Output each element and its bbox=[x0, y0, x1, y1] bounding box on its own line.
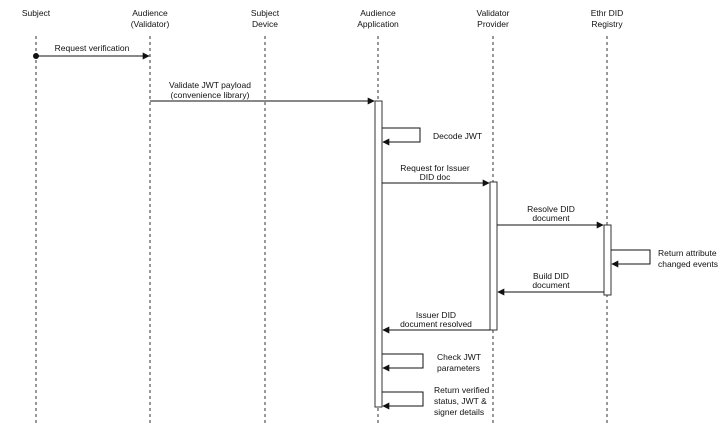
participant-subject-line1: Subject bbox=[22, 8, 51, 18]
participant-app: Audience Application bbox=[357, 8, 399, 29]
activation-app bbox=[374, 100, 383, 408]
message-m2-line2: (convenience library) bbox=[171, 90, 250, 100]
message-m9-line1: Check JWT bbox=[437, 352, 481, 362]
activation-registry bbox=[603, 224, 612, 296]
message-m6-line1: Return attribute bbox=[658, 248, 717, 258]
message-m10-line2: status, JWT & bbox=[434, 396, 487, 406]
message-m7-line2: document bbox=[532, 280, 570, 290]
message-decode-jwt: Decode JWT bbox=[382, 127, 482, 146]
message-m3-line1: Decode JWT bbox=[433, 131, 482, 141]
arrow-m9 bbox=[382, 353, 424, 372]
lifelines bbox=[35, 36, 608, 424]
message-request-verification: Request verification bbox=[33, 43, 150, 60]
participant-device-line2: Device bbox=[252, 19, 278, 29]
message-resolve-did: Resolve DID document bbox=[497, 204, 604, 229]
participant-subject: Subject bbox=[22, 8, 51, 18]
message-m8-line1: Issuer DID bbox=[416, 310, 456, 320]
participant-registry: Ethr DID Registry bbox=[591, 8, 624, 29]
participant-registry-line1: Ethr DID bbox=[591, 8, 624, 18]
message-m10-line1: Return verified bbox=[434, 385, 490, 395]
message-m5-line2: document bbox=[532, 213, 570, 223]
activation-provider bbox=[489, 181, 498, 331]
message-m10-line3: signer details bbox=[434, 407, 484, 417]
message-return-attribute: Return attribute changed events bbox=[611, 248, 718, 269]
participant-device-line1: Subject bbox=[251, 8, 280, 18]
message-request-issuer: Request for Issuer DID doc bbox=[382, 163, 490, 187]
arrow-m3 bbox=[382, 127, 421, 146]
message-m2-line1: Validate JWT payload bbox=[169, 80, 251, 90]
participant-audience: Audience (Validator) bbox=[131, 8, 170, 29]
participant-provider-line1: Validator bbox=[477, 8, 510, 18]
message-m4-line2: DID doc bbox=[420, 172, 451, 182]
message-issuer-resolved: Issuer DID document resolved bbox=[382, 310, 490, 334]
participant-device: Subject Device bbox=[251, 8, 280, 29]
message-m4-line1: Request for Issuer bbox=[400, 163, 470, 173]
participant-registry-line2: Registry bbox=[591, 19, 623, 29]
message-m8-line2: document resolved bbox=[400, 319, 472, 329]
message-build-did: Build DID document bbox=[497, 271, 604, 296]
message-validate-jwt: Validate JWT payload (convenience librar… bbox=[150, 80, 375, 105]
message-m5-line1: Resolve DID bbox=[527, 204, 575, 214]
participant-provider: Validator Provider bbox=[477, 8, 510, 29]
message-check-jwt: Check JWT parameters bbox=[382, 352, 481, 373]
participant-app-line1: Audience bbox=[360, 8, 396, 18]
participant-provider-line2: Provider bbox=[477, 19, 509, 29]
participant-audience-line1: Audience bbox=[132, 8, 168, 18]
arrow-m6 bbox=[611, 249, 651, 268]
message-m9-line2: parameters bbox=[437, 363, 480, 373]
message-m6-line2: changed events bbox=[658, 259, 718, 269]
message-m1-line1: Request verification bbox=[55, 43, 130, 53]
participant-audience-line2: (Validator) bbox=[131, 19, 170, 29]
message-return-verified: Return verified status, JWT & signer det… bbox=[382, 385, 490, 417]
arrow-m10 bbox=[382, 391, 424, 410]
message-m7-line1: Build DID bbox=[533, 271, 569, 281]
participant-app-line2: Application bbox=[357, 19, 399, 29]
